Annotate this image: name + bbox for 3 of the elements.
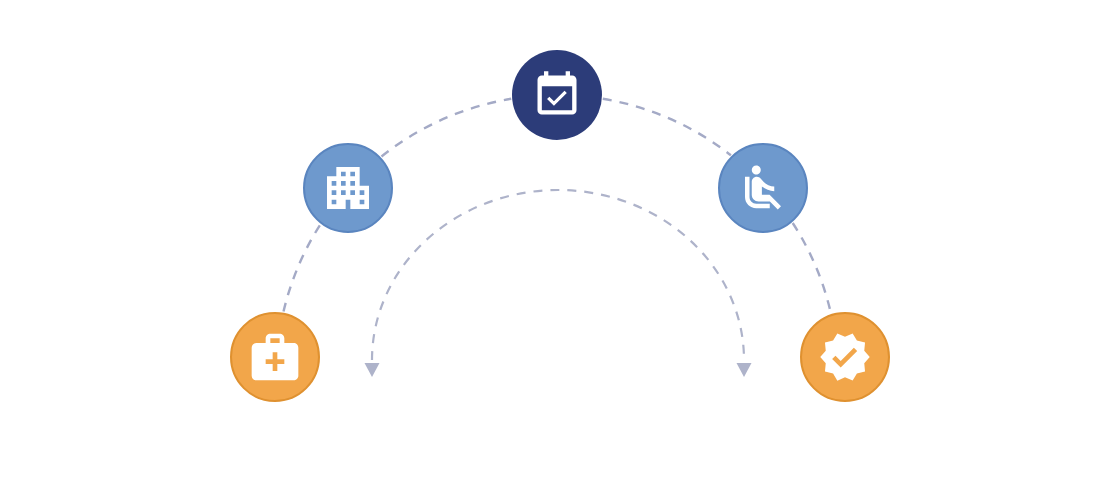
dashed-connector <box>282 224 322 312</box>
dashed-connector <box>602 97 732 157</box>
dashed-connector <box>380 97 512 158</box>
